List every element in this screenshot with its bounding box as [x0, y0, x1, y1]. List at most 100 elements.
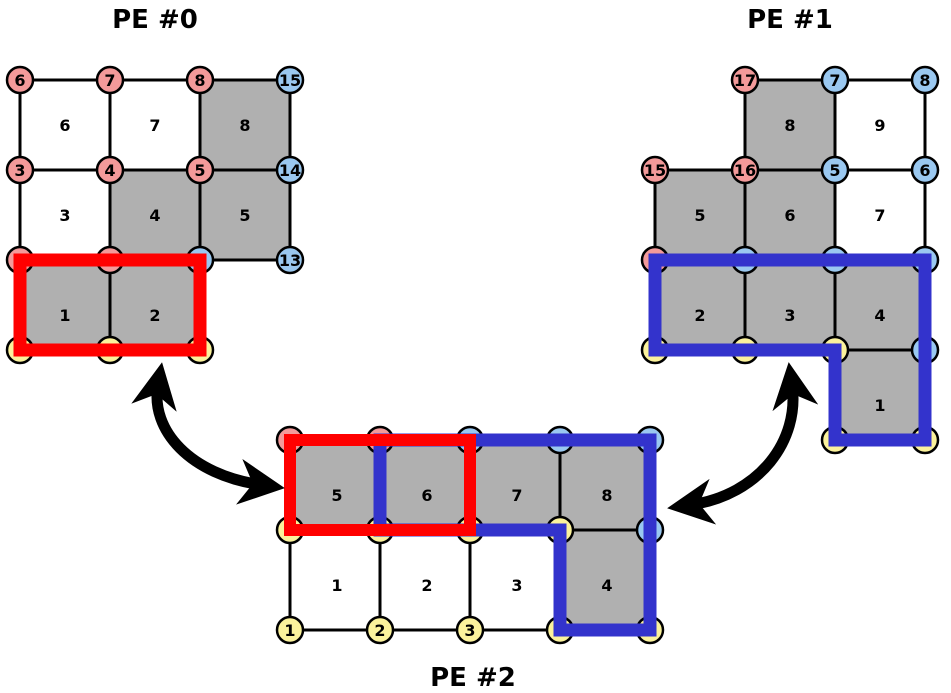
pe1-node [730, 65, 760, 95]
pe1-element-4 [835, 260, 925, 350]
pe0-node-label: 15 [279, 71, 301, 90]
pe1-title: PE #1 [747, 5, 833, 35]
pe0-element-label: 3 [59, 206, 70, 225]
pe2-element-label: 1 [331, 576, 342, 595]
pe2-node-label: 1 [284, 621, 295, 640]
pe0-node [185, 155, 215, 185]
pe1-node-label: 15 [644, 161, 666, 180]
pe1-element-9 [835, 80, 925, 170]
pe1-element-2 [655, 260, 745, 350]
pe2-element-7 [470, 440, 560, 530]
pe1-node-label: 6 [919, 161, 930, 180]
pe0-node [95, 65, 125, 95]
pe0-element-4 [110, 170, 200, 260]
pe2-element-5 [290, 440, 380, 530]
pe2-node-label: 2 [374, 621, 385, 640]
pe0-node [95, 155, 125, 185]
pe1-shared-region-outline [648, 253, 932, 447]
pe0-node-label: 4 [104, 161, 115, 180]
pe1-element-1 [835, 350, 925, 440]
pe2-node [275, 615, 305, 645]
pe1-node-label: 16 [734, 161, 756, 180]
pe1-node [820, 65, 850, 95]
pe0-element-label: 5 [239, 206, 250, 225]
pe1-element-label: 5 [694, 206, 705, 225]
pe0-node [275, 245, 305, 275]
pe0-shared-region-outline [13, 253, 207, 357]
pe0-node-label: 7 [104, 71, 115, 90]
pe1-node [910, 155, 940, 185]
pe0-node [275, 65, 305, 95]
pe1-node-label: 5 [829, 161, 840, 180]
pe2-element-label: 5 [331, 486, 342, 505]
pe1-node [820, 155, 850, 185]
pe0-node-label: 8 [194, 71, 205, 90]
pe0-element-5 [200, 170, 290, 260]
pe0-element-1 [20, 260, 110, 350]
pe1-node [910, 65, 940, 95]
pe0-element-2 [110, 260, 200, 350]
pe1-element-label: 8 [784, 116, 795, 135]
pe2-element-4 [560, 530, 650, 630]
pe1-node-label: 7 [829, 71, 840, 90]
pe0-element-3 [20, 170, 110, 260]
pe0-element-8 [200, 80, 290, 170]
pe0-node-label: 6 [14, 71, 25, 90]
pe2-element-2 [380, 530, 470, 630]
pe0-element-label: 2 [149, 306, 160, 325]
pe2-element-8 [560, 440, 650, 530]
pe1-element-label: 1 [874, 396, 885, 415]
pe2-element-label: 7 [511, 486, 522, 505]
pe2-node [455, 615, 485, 645]
pe2-element-1 [290, 530, 380, 630]
pe0-element-6 [20, 80, 110, 170]
pe2-mesh: 5 6 7 8 1 2 3 4 [288, 438, 652, 632]
pe0-node-label: 5 [194, 161, 205, 180]
pe0-mesh: 6 7 8 3 4 5 1 2 [18, 78, 292, 352]
pe0-element-label: 6 [59, 116, 70, 135]
pe0-node [5, 65, 35, 95]
double-arrow-pe1-pe2 [667, 362, 819, 525]
pe2-node [365, 615, 395, 645]
pe1-element-7 [835, 170, 925, 260]
pe2-element-label: 3 [511, 576, 522, 595]
pe0-element-label: 4 [149, 206, 160, 225]
pe2-element-3 [470, 530, 560, 630]
pe2-node-label: 3 [464, 621, 475, 640]
pe0-node [275, 155, 305, 185]
pe1-element-label: 9 [874, 116, 885, 135]
pe1-element-label: 2 [694, 306, 705, 325]
pe1-mesh: 8 9 5 6 7 2 3 4 1 [653, 78, 927, 442]
pe1-element-3 [745, 260, 835, 350]
pe0-node-label: 13 [279, 251, 301, 270]
pe1-element-label: 6 [784, 206, 795, 225]
pe1-node-label: 8 [919, 71, 930, 90]
pe0-node [5, 155, 35, 185]
pe2-element-label: 8 [601, 486, 612, 505]
pe1-element-8 [745, 80, 835, 170]
pe0-node-label: 14 [279, 161, 301, 180]
pe0-element-label: 1 [59, 306, 70, 325]
pe2-element-6 [380, 440, 470, 530]
pe1-element-label: 4 [874, 306, 885, 325]
pe0-element-label: 7 [149, 116, 160, 135]
pe0-node-label: 3 [14, 161, 25, 180]
pe0-node [185, 65, 215, 95]
pe2-title: PE #2 [430, 663, 516, 693]
pe2-shared-region-red-outline [284, 434, 476, 536]
pe2-element-label: 2 [421, 576, 432, 595]
pe1-element-label: 7 [874, 206, 885, 225]
double-arrow-pe0-pe2 [131, 362, 285, 505]
pe2-element-label: 6 [421, 486, 432, 505]
pe1-element-label: 3 [784, 306, 795, 325]
pe1-element-6 [745, 170, 835, 260]
pe0-element-7 [110, 80, 200, 170]
pe1-node-label: 17 [734, 71, 756, 90]
pe1-node [640, 155, 670, 185]
pe1-node [730, 155, 760, 185]
pe2-element-label: 4 [601, 576, 612, 595]
pe0-title: PE #0 [112, 5, 198, 35]
pe1-element-5 [655, 170, 745, 260]
pe0-element-label: 8 [239, 116, 250, 135]
